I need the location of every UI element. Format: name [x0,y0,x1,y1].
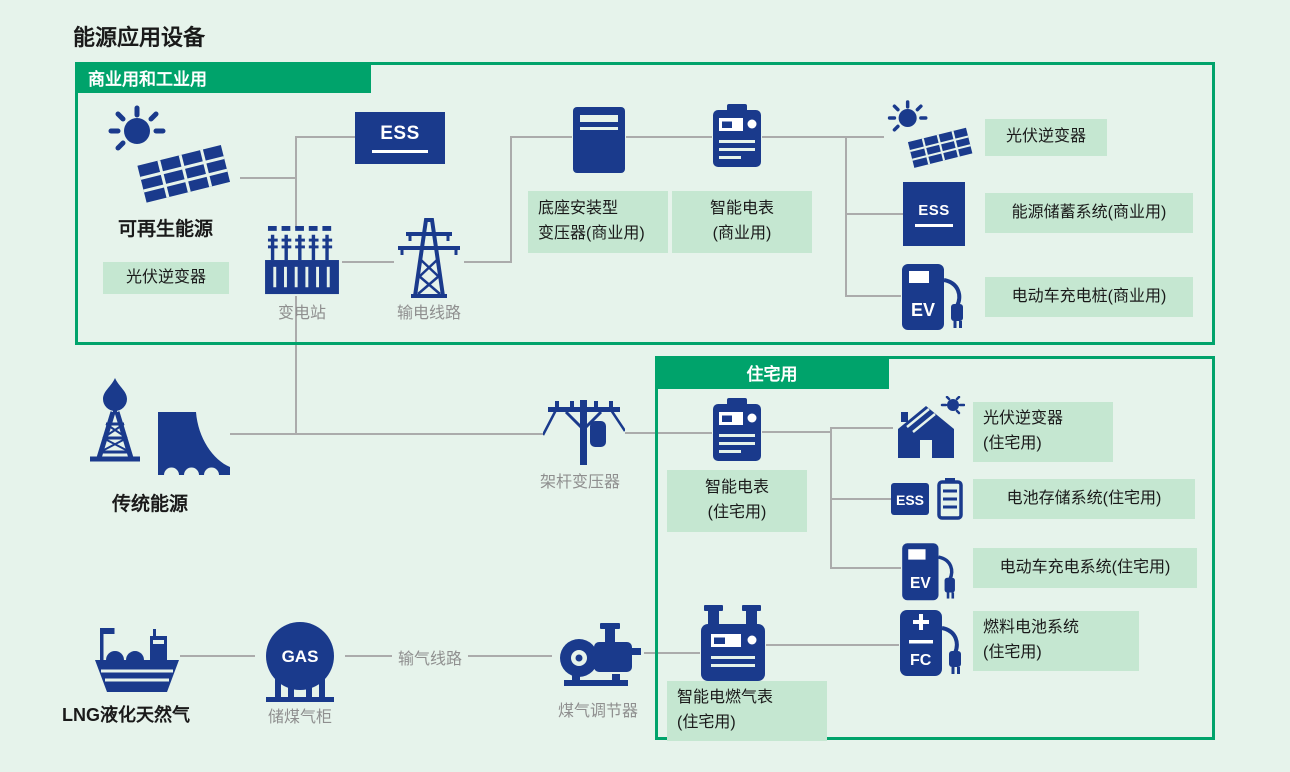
fuel-cell-icon: FC [899,608,963,680]
connector-line [295,136,297,228]
traditional-energy-label: 传统能源 [112,494,189,515]
commercial-box [75,62,1215,345]
connector-line [830,427,832,569]
connector-line [831,567,901,569]
smart-gas-meter-tag: 智能电燃气表 (住宅用) [667,681,827,741]
oil-derrick-dam-icon [82,378,232,482]
gas-meter-icon [700,604,766,682]
gas-tank-icon: GAS [255,620,345,704]
house-solar-icon [893,396,965,460]
connector-line [644,652,700,654]
ev-icon-label: EV [911,300,935,320]
fuel-cell-tag: 燃料电池系统 (住宅用) [973,611,1139,671]
renewable-energy-label: 可再生能源 [118,219,214,240]
connector-line [845,136,847,297]
ev-charger-icon: EV [901,258,965,332]
ess-icon: ESS [355,112,445,164]
connector-line [846,295,901,297]
connector-line [846,136,884,138]
connector-line [831,498,891,500]
gas-line-label: 输气线路 [392,645,469,669]
pole-transformer-label: 架杆变压器 [540,474,621,491]
pad-transformer-tag: 底座安装型 变压器(商业用) [528,191,668,253]
connector-line [766,644,899,646]
pv-inverter-tag: 光伏逆变器 [103,262,229,294]
smart-meter-residential-tag: 智能电表 (住宅用) [667,470,807,532]
smart-meter-icon [712,398,762,462]
pv-inverter-residential-tag: 光伏逆变器 (住宅用) [973,402,1113,462]
connector-line [846,213,903,215]
connector-line [511,136,572,138]
connector-line [510,136,512,263]
connector-line [762,431,830,433]
gas-icon-label: GAS [282,647,319,666]
lng-label: LNG液化天然气 [62,705,190,725]
smart-meter-icon [712,104,762,168]
commercial-header: 商业用和工业用 [75,62,371,93]
transmission-tower-icon [394,214,464,298]
connector-line [180,655,255,657]
connector-line [230,433,543,435]
ev-icon-label: EV [910,575,931,592]
ess-battery-icon: ESS [891,478,963,520]
substation-label: 变电站 [278,305,327,322]
battery-storage-tag: 电池存储系统(住宅用) [973,479,1195,519]
connector-line [625,432,712,434]
smart-meter-tag: 智能电表 (商业用) [672,191,812,253]
pad-transformer-icon [572,106,626,174]
gas-tank-label: 储煤气柜 [268,709,333,726]
connector-line [762,136,846,138]
pole-transformer-icon [543,397,625,467]
connector-line [240,177,296,179]
transmission-line-label: 输电线路 [397,305,462,322]
connector-line [295,296,297,435]
connector-line [831,427,893,429]
gas-regulator-icon [552,620,644,696]
ess-icon-label: ESS [380,123,420,144]
energy-storage-tag: 能源储蓄系统(商业用) [985,193,1193,233]
connector-line [296,136,355,138]
ess-storage-icon: ESS [903,182,965,246]
solar-panel-sun-icon [103,103,241,205]
ev-charging-system-tag: 电动车充电系统(住宅用) [973,548,1197,588]
ess-icon-label: ESS [896,492,924,508]
pv-inverter-commercial-tag: 光伏逆变器 [985,119,1107,156]
ev-charger-icon: EV [901,538,957,602]
lng-ship-icon [92,608,182,698]
residential-header: 住宅用 [655,356,889,389]
connector-line [342,261,394,263]
connector-line [464,261,511,263]
pv-inverter-icon [884,96,980,172]
ess-icon-label: ESS [918,201,950,219]
ev-charger-tag: 电动车充电桩(商业用) [985,277,1193,317]
gas-regulator-label: 煤气调节器 [558,703,639,720]
residential-box [655,356,1215,740]
page-title: 能源应用设备 [73,25,206,50]
substation-icon [262,226,342,296]
fc-icon-label: FC [910,652,932,669]
connector-line [626,136,712,138]
